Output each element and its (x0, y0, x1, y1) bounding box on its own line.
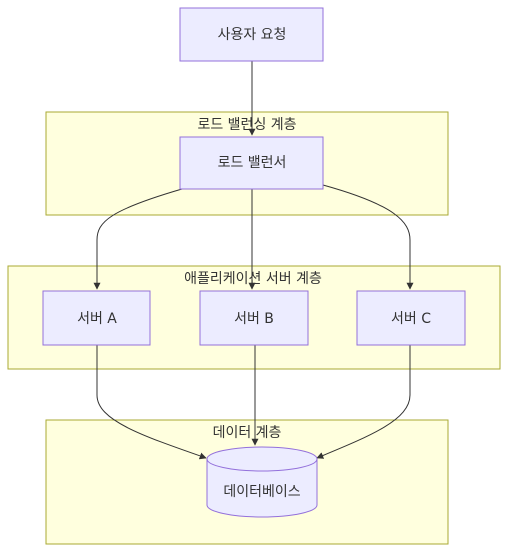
node-database: 데이터베이스 (206, 446, 318, 518)
node-user-request: 사용자 요청 (179, 7, 324, 62)
node-load-balancer-box (179, 136, 324, 190)
edge-lb-to-server-a (93, 188, 183, 290)
node-database-label: 데이터베이스 (223, 484, 300, 500)
cluster-load-balancing-layer: 로드 밸런싱 계층 (45, 111, 449, 216)
edge-lb-to-server-c (322, 184, 414, 290)
node-server-c-box (356, 290, 466, 346)
node-database-cylinder-body (206, 446, 318, 518)
node-user-request-box (179, 7, 324, 62)
cluster-application-server-title: 애플리케이션 서버 계층 (184, 271, 322, 287)
edges (93, 61, 414, 460)
node-server-c-label: 서버 C (391, 311, 431, 327)
node-server-a: 서버 A (42, 290, 151, 346)
node-database-cylinder-rim (206, 458, 318, 472)
node-server-b: 서버 B (199, 290, 309, 346)
node-load-balancer-label: 로드 밸런서 (218, 155, 287, 171)
node-user-request-label: 사용자 요청 (218, 27, 287, 43)
node-server-a-label: 서버 A (77, 311, 117, 327)
node-server-c: 서버 C (356, 290, 466, 346)
edge-server-a-to-db (96, 345, 207, 460)
cluster-load-balancing-title: 로드 밸런싱 계층 (197, 117, 296, 133)
edge-server-c-to-db (316, 345, 411, 459)
node-server-b-label: 서버 B (234, 311, 274, 327)
node-load-balancer: 로드 밸런서 (179, 136, 324, 190)
cluster-data-title: 데이터 계층 (213, 425, 282, 441)
node-server-a-box (42, 290, 151, 346)
node-server-b-box (199, 290, 309, 346)
